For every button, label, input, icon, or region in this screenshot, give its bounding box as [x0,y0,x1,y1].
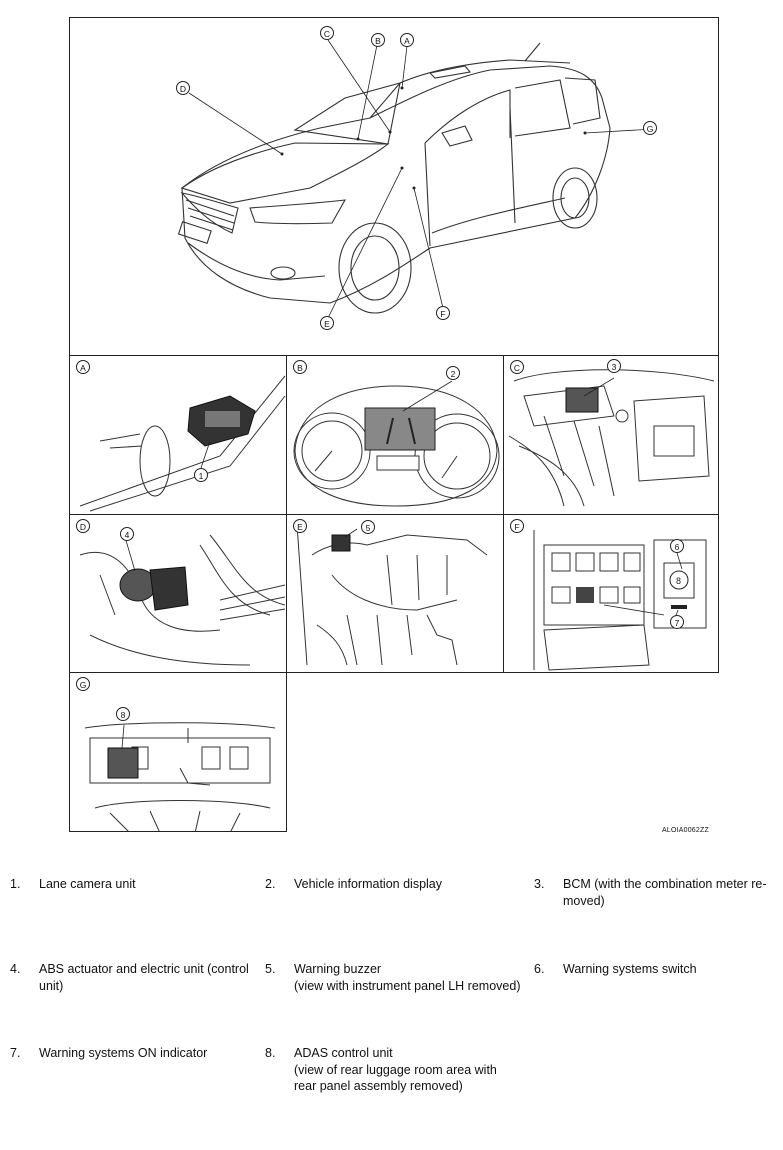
detail-panel-b: B 2 [286,355,504,515]
panel-c-letter: C [510,360,524,374]
detail-panel-d: D 4 [69,514,287,673]
panel-b-letter: B [293,360,307,374]
callout-7: 7 [670,615,684,629]
warning-buzzer-illustration [296,524,488,666]
detail-panel-e: E 5 [286,514,504,673]
detail-panel-c: C 3 [503,355,719,515]
callout-2: 2 [446,366,460,380]
detail-panel-f: 8 F 6 7 [503,514,719,673]
callout-6: 6 [670,539,684,553]
callout-b: B [371,33,385,47]
callout-4: 4 [120,527,134,541]
detail-panel-g: G 8 [69,672,287,832]
abs-actuator-illustration [79,534,286,666]
callout-g: G [643,121,657,135]
figure-id: ALOIA0062ZZ [662,827,709,834]
component-location-figure: A B C D E F G A 1 [69,17,719,832]
overview-panel: A B C D E F G [69,17,719,356]
bcm-illustration [508,369,715,507]
callout-c: C [320,26,334,40]
callout-3: 3 [607,359,621,373]
callout-d: D [176,81,190,95]
warning-systems-switch-illustration: 8 [533,530,707,671]
svg-text:8: 8 [676,576,681,586]
combination-meter-illustration [293,380,500,507]
adas-control-unit-illustration [84,722,276,831]
detail-panel-a: A 1 [69,355,287,515]
callout-1: 1 [194,468,208,482]
callout-a: A [400,33,414,47]
panel-g-letter: G [76,677,90,691]
callout-5: 5 [361,520,375,534]
callout-8: 8 [116,707,130,721]
panel-f-letter: F [510,519,524,533]
vehicle-illustration [177,39,655,319]
callout-e: E [320,316,334,330]
panel-e-letter: E [293,519,307,533]
panel-d-letter: D [76,519,90,533]
panel-a-letter: A [76,360,90,374]
lane-camera-illustration [79,375,286,512]
callout-f: F [436,306,450,320]
